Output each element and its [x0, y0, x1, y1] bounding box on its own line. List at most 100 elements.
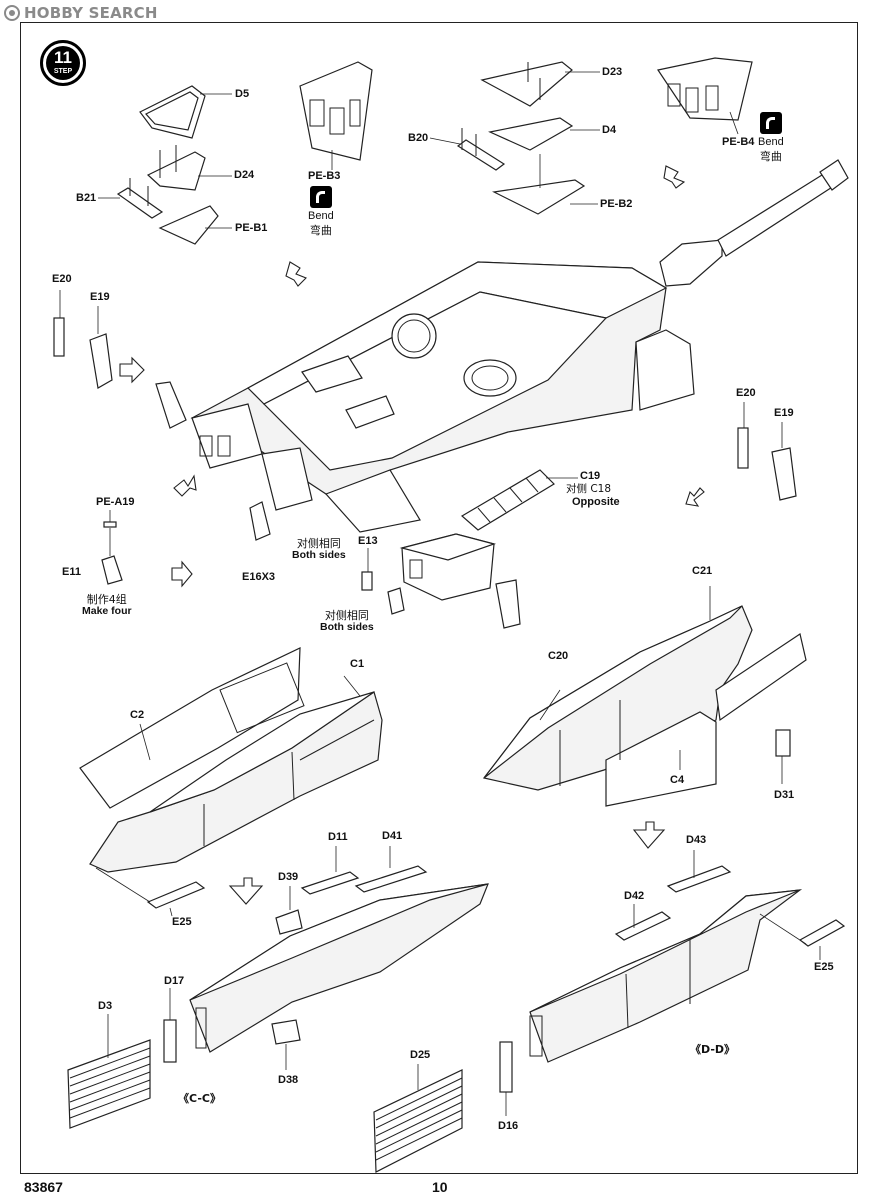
note-both-sides-cn: 对侧相同	[296, 537, 341, 550]
label-pe-b1: PE-B1	[235, 222, 268, 234]
arrow-left-2	[171, 560, 193, 588]
label-e16: E16X3	[242, 571, 276, 583]
label-pe-b3: PE-B3	[308, 170, 341, 182]
label-pe-a19: PE-A19	[96, 496, 135, 508]
page-frame	[20, 22, 858, 1174]
label-e13: E13	[358, 535, 378, 547]
part-pe-b1-drawing	[158, 205, 219, 245]
label-b21: B21	[76, 192, 97, 204]
label-d42: D42	[624, 890, 645, 902]
part-d24-drawing	[146, 145, 206, 191]
label-c2: C2	[130, 709, 145, 721]
part-d41-drawing	[354, 865, 428, 893]
note-make-four: 制作4组 Make four	[82, 594, 132, 617]
step-label: STEP	[53, 68, 73, 75]
arrow-left-3	[173, 474, 197, 497]
section-cc-drawing	[189, 883, 489, 1053]
note-both-sides-cn: 对侧相同	[324, 609, 369, 622]
label-d38: D38	[278, 1074, 299, 1086]
part-pe-b4-drawing	[657, 57, 753, 121]
part-side-box-drawing	[399, 533, 497, 601]
arrow-right-1	[685, 487, 705, 507]
label-e20-left: E20	[52, 273, 72, 285]
part-c1-c2-drawing	[79, 647, 383, 873]
part-d3-drawing	[67, 1039, 151, 1129]
label-pe-b2: PE-B2	[600, 198, 633, 210]
label-c21: C21	[692, 565, 713, 577]
label-d4: D4	[602, 124, 617, 136]
part-d39-drawing	[275, 909, 303, 935]
note-both-sides-en: Both sides	[320, 620, 374, 633]
bend-icon-pe-b3: Bend 弯曲	[308, 186, 334, 238]
step-number: 11	[54, 48, 72, 67]
part-c19-drawing	[460, 469, 555, 531]
part-d11-drawing	[300, 871, 360, 895]
label-d43: D43	[686, 834, 707, 846]
bend-symbol-icon	[759, 112, 782, 134]
arrow-down-cc	[228, 877, 264, 905]
part-d38-drawing	[271, 1019, 301, 1045]
section-label-dd: 《D-D》	[690, 1043, 736, 1056]
part-d31-drawing	[775, 729, 791, 757]
bend-label-cn: 弯曲	[309, 225, 332, 237]
step-badge: 11 STEP	[40, 40, 86, 86]
part-e19-right-drawing	[771, 447, 797, 501]
part-d16-drawing	[499, 1041, 513, 1093]
part-e25-right-drawing	[798, 919, 846, 947]
label-c19: C19	[580, 470, 601, 482]
part-d5-drawing	[139, 85, 206, 139]
note-make-four-cn: 制作4组	[86, 593, 127, 606]
part-e13-drawing	[361, 571, 373, 591]
label-d41: D41	[382, 830, 403, 842]
label-d5: D5	[235, 88, 250, 100]
part-e25-left-drawing	[146, 881, 206, 909]
part-pe-b3-drawing	[299, 61, 373, 161]
label-c1: C1	[350, 658, 365, 670]
page-number: 10	[432, 1179, 448, 1195]
label-c20: C20	[548, 650, 569, 662]
part-d25-drawing	[373, 1069, 463, 1173]
arrow-top-1	[285, 261, 307, 287]
arrow-down-dd	[632, 821, 666, 849]
part-e20-left-drawing	[53, 317, 65, 357]
part-d17-drawing	[163, 1019, 177, 1063]
label-e19-left: E19	[90, 291, 110, 303]
bend-icon-pe-b4: Bend 弯曲	[758, 112, 784, 164]
label-e19-right: E19	[774, 407, 794, 419]
watermark-logo-icon	[4, 5, 20, 21]
note-make-four-en: Make four	[82, 604, 132, 617]
label-d11: D11	[328, 831, 348, 843]
arrow-topright-1	[663, 165, 686, 189]
part-d4-drawing	[488, 117, 574, 151]
part-c20-c21-drawing	[482, 605, 807, 807]
label-d23: D23	[602, 66, 623, 78]
label-pe-b4: PE-B4	[722, 136, 755, 148]
watermark: HOBBY SEARCH	[4, 4, 158, 22]
part-pe-a19-drawing	[103, 521, 117, 528]
tank-hull-drawing	[190, 261, 695, 533]
part-d43-drawing	[666, 865, 732, 893]
part-e20-right-drawing	[737, 427, 749, 469]
bend-label-en: Bend	[308, 210, 334, 222]
part-e19-left-drawing	[89, 333, 113, 389]
label-e20-right: E20	[736, 387, 756, 399]
part-b21-drawing	[116, 178, 164, 219]
label-d16: D16	[498, 1120, 519, 1132]
note-both-sides-2: 对侧相同 Both sides	[320, 610, 374, 633]
label-e25-right: E25	[814, 961, 834, 973]
note-both-sides-1: 对侧相同 Both sides	[292, 538, 346, 561]
label-c18: 对侧 C18	[566, 483, 612, 495]
label-b20: B20	[408, 132, 429, 144]
part-clip-drawing	[495, 579, 521, 629]
label-c4: C4	[670, 774, 685, 786]
part-b20-drawing	[456, 139, 506, 171]
label-d39: D39	[278, 871, 299, 883]
model-number: 83867	[24, 1179, 63, 1195]
label-e25-left: E25	[172, 916, 192, 928]
watermark-text: HOBBY SEARCH	[24, 4, 158, 22]
label-e11: E11	[62, 566, 81, 578]
label-opposite: Opposite	[572, 496, 620, 508]
label-d31: D31	[774, 789, 795, 801]
section-label-cc: 《C-C》	[178, 1092, 221, 1105]
